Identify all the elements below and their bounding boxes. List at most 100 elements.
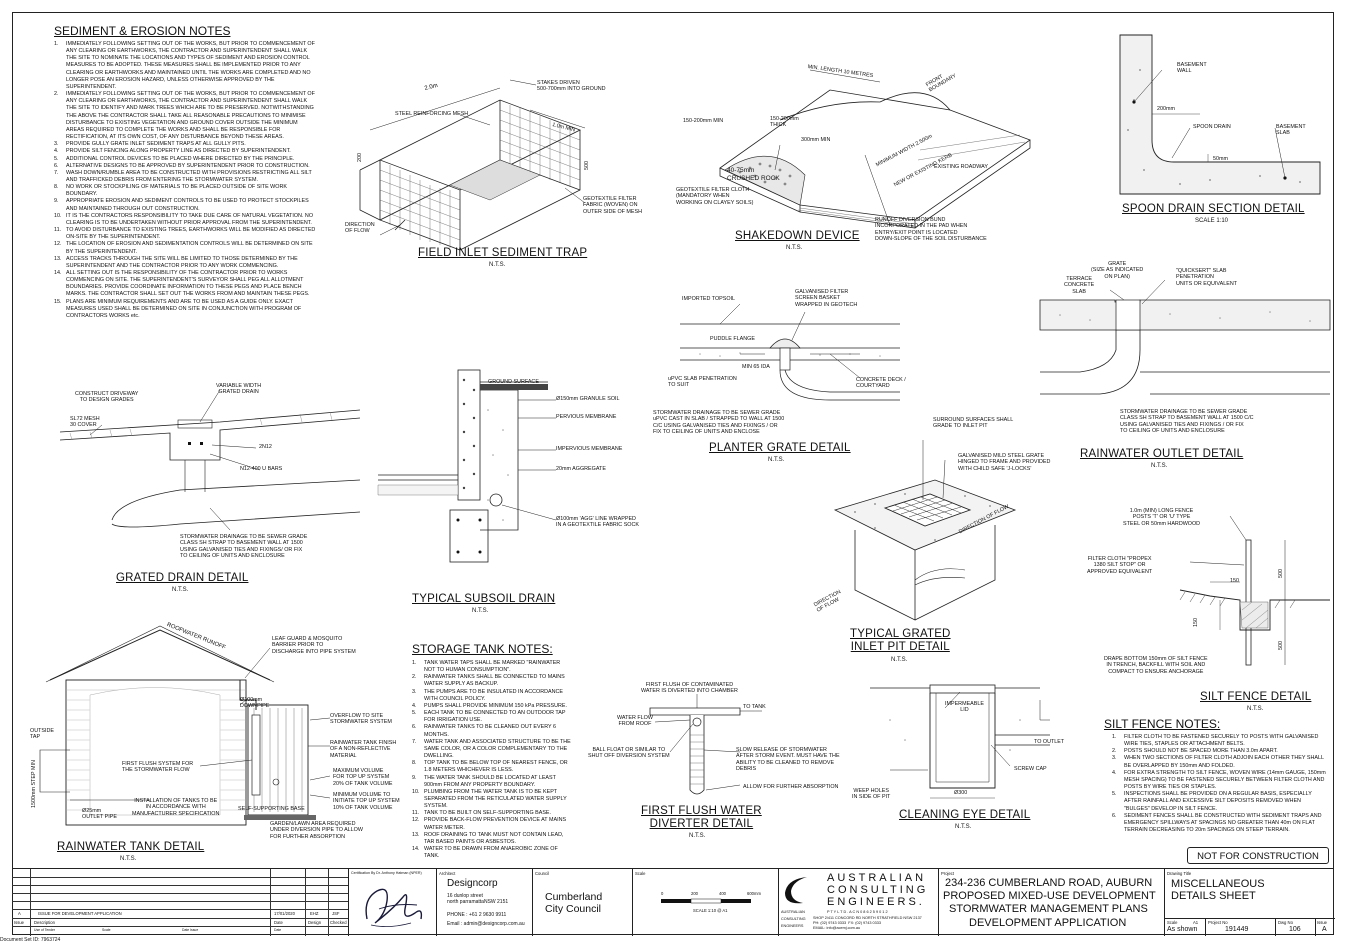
project-no-value: 191449 <box>1225 926 1249 933</box>
rw-tank-label-finish: RAINWATER TANK FINISH OF A NON-REFLECTIV… <box>330 740 397 759</box>
note-text: FILTER CLOTH TO BE FASTENED SECURELY TO … <box>1124 734 1319 748</box>
inlet-pit-scale: N.T.S. <box>891 657 908 663</box>
field-inlet-label-500: 500 <box>584 161 590 170</box>
project-line-3: STORMWATER MANAGEMENT PLANS <box>949 903 1148 915</box>
rw-tank-label-downpipe: Ø100mm DOWNPIPE <box>240 697 270 710</box>
rw-outlet-scale: N.T.S. <box>1151 463 1168 469</box>
architect-phone: PHONE : +61 2 9630 9911 <box>447 912 507 918</box>
note-number: 8. <box>412 760 417 767</box>
issue-value: A <box>1322 926 1327 933</box>
silt-fence-label-150a: 150 <box>1230 578 1239 584</box>
shakedown-label-150min: 150-200mm MIN <box>683 118 724 124</box>
note-text: INSPECTIONS SHALL BE PROVIDED ON A REGUL… <box>1124 791 1312 812</box>
rainwater-outlet-drawing <box>1039 279 1331 395</box>
rw-tank-title: RAINWATER TANK DETAIL <box>57 841 205 853</box>
first-flush-title: FIRST FLUSH WATER DIVERTER DETAIL <box>641 805 762 830</box>
company-line-1: AUSTRALIAN <box>827 872 927 884</box>
architect-addr1: 16 dunlop street <box>447 893 483 899</box>
planter-label-flange: PUDDLE FLANGE <box>710 336 755 342</box>
company-acn: P T Y L T D . A C N 0 8 6 2 5 9 0 1 2 <box>827 910 888 914</box>
silt-notes-block: SILT FENCE NOTES: 1. FILTER CLOTH TO BE F… <box>1104 717 1326 834</box>
drawing-sheet-border <box>12 12 1334 935</box>
note-text: PLUMBING FROM THE WATER TANK IS TO BE KE… <box>424 788 567 810</box>
rev-design: EHZ <box>310 911 319 916</box>
certification-cell: Certification By Dr. Anthony Hatman (NPE… <box>348 869 436 936</box>
spoon-label-wall: BASEMENT WALL <box>1177 62 1207 75</box>
company-side-text: AUSTRALIAN CONSULTING ENGINEERS <box>781 910 806 928</box>
cleaning-eye-label-dia: Ø300 <box>954 790 968 796</box>
grated-inlet-pit-drawing <box>833 440 1017 621</box>
note-text: EACH TANK TO BE CONNECTED TO AN OUTDOOR … <box>424 710 566 724</box>
shakedown-label-geotextile: GEOTEXTILE FILTER CLOTH (MANDATORY WHEN … <box>676 187 754 206</box>
grated-drain-label-variable: VARIABLE WIDTH GRATED DRAIN <box>216 383 262 396</box>
subsoil-label-ground: GROUND SURFACE <box>488 379 539 385</box>
note-number: 11. <box>412 810 420 817</box>
rw-outlet-label-slab: TERRACE CONCRETE SLAB <box>1064 276 1095 295</box>
note-item: 11.TO AVOID DISTURBANCE TO EXISTING TREE… <box>54 227 316 241</box>
project-line-2: PROPOSED MIXED-USE DEVELOPMENT <box>943 890 1156 902</box>
note-number: 3. <box>54 141 59 148</box>
shakedown-label-thick: 150-200mm THICK <box>770 116 799 129</box>
note-item: 11. TANK TO BE BUILT ON SELF-SUPPORTING B… <box>412 810 572 817</box>
grated-drain-label-2n12: 2N12 <box>259 444 272 450</box>
sediment-notes-list: 1.IMMEDIATELY FOLLOWING SETTING OUT OF T… <box>54 41 316 320</box>
subsoil-label-granule: Ø150mm GRANULE SOIL <box>556 396 620 402</box>
note-number: 5. <box>54 155 59 162</box>
cleaning-eye-scale: N.T.S. <box>955 824 972 830</box>
scale-tick-400: 400 <box>719 891 726 896</box>
drawing-title-1: MISCELLANEOUS <box>1171 878 1265 890</box>
field-inlet-label-200: 200 <box>357 153 363 162</box>
note-number: 4. <box>1112 769 1117 776</box>
note-number: 1. <box>1112 734 1117 740</box>
grated-drain-drawing <box>59 389 361 531</box>
note-item: 4.FOR EXTRA STRENGTH TO SILT FENCE, WOVE… <box>1112 770 1326 791</box>
note-item: 6.SEDIMENT FENCES SHALL BE CONSTRUCTED W… <box>1112 813 1326 834</box>
rw-tank-label-overflow: OVERFLOW TO SITE STORMWATER SYSTEM <box>330 713 392 726</box>
rev-date: 17/01/2020 <box>274 911 295 916</box>
rw-tank-label-outlet: Ø25mm OUTLET PIPE <box>82 808 117 821</box>
note-number: 6. <box>1112 812 1117 819</box>
note-item: 6.ALTERNATIVE DESIGNS TO BE APPROVED BY … <box>54 163 316 170</box>
rw-tank-scale: N.T.S. <box>120 856 137 862</box>
rev-checked: JSF <box>332 911 340 916</box>
note-item: 10.IT IS THE CONTRACTORS RESPONSIBILITY … <box>54 213 316 227</box>
note-number: 6. <box>412 724 417 731</box>
note-item: 8.NO WORK OR STOCKPILING OF MATERIALS TO… <box>54 184 316 198</box>
first-flush-label-contaminated: FIRST FLUSH OF CONTAMINATED WATER IS DIV… <box>641 682 738 695</box>
note-text: THE WATER TANK SHOULD BE LOCATED AT LEAS… <box>424 774 556 788</box>
silt-notes-title: SILT FENCE NOTES: <box>1104 717 1221 731</box>
note-item: 1.TANK WATER TAPS SHALL BE MARKED "RAINW… <box>412 660 572 674</box>
inlet-pit-title: TYPICAL GRATED INLET PIT DETAIL <box>850 628 951 653</box>
not-for-construction-stamp: NOT FOR CONSTRUCTION <box>1187 847 1329 864</box>
note-item: 1.IMMEDIATELY FOLLOWING SETTING OUT OF T… <box>54 41 316 91</box>
grated-drain-label-driveway: CONSTRUCT DRIVEWAY TO DESIGN GRADES <box>75 391 139 404</box>
silt-fence-drawing <box>1179 515 1330 666</box>
note-text: PROVIDE SILT FENCING ALONG PROPERTY LINE… <box>66 148 291 155</box>
drawing-info-cell: Drawing Title MISCELLANEOUS DETAILS SHEE… <box>1164 869 1335 936</box>
rw-tank-label-base: SELF-SUPPORTING BASE <box>238 806 305 812</box>
rev-sub-scale: Scale <box>102 928 111 932</box>
note-number: 3. <box>412 688 417 695</box>
field-inlet-label-geotextile: GEOTEXTILE FILTER FABRIC (WOVEN) ON OUTE… <box>583 196 643 215</box>
storage-notes-title: STORAGE TANK NOTES: <box>412 642 553 656</box>
title-block: A ISSUE FOR DEVELOPMENT APPLICATION 17/0… <box>12 868 1335 936</box>
note-item: 3.WHEN TWO SECTIONS OF FILTER CLOTH ADJO… <box>1112 755 1326 769</box>
note-number: 2. <box>412 674 417 681</box>
note-text: ROOF DRAINING TO TANK MUST NOT CONTAIN L… <box>424 831 564 845</box>
note-number: 1. <box>412 660 417 666</box>
company-logo-swoosh <box>785 877 807 904</box>
note-number: 9. <box>412 774 417 781</box>
note-number: 12. <box>412 817 420 824</box>
cleaning-eye-title: CLEANING EYE DETAIL <box>899 809 1031 821</box>
note-item: 5.EACH TANK TO BE CONNECTED TO AN OUTDOO… <box>412 710 572 724</box>
note-text: WATER TO BE DRAWN FROM ANAEROBIC ZONE OF… <box>424 846 558 860</box>
document-set-id: Document Set ID: 7963724 <box>0 937 61 943</box>
scale-tick-0: 0 <box>661 891 664 896</box>
rev-sub-tender: Use of Tender <box>34 928 56 932</box>
architect-email: Email : admin@designcorp.com.au <box>447 921 525 927</box>
note-item: 5.INSPECTIONS SHALL BE PROVIDED ON A REG… <box>1112 791 1326 812</box>
shakedown-scale: N.T.S. <box>786 245 803 251</box>
note-text: TANK TO BE BUILT ON SELF-SUPPORTING BASE… <box>424 810 552 817</box>
project-line-4: DEVELOPMENT APPLICATION <box>969 917 1127 929</box>
first-flush-label-totank: TO TANK <box>743 704 766 710</box>
